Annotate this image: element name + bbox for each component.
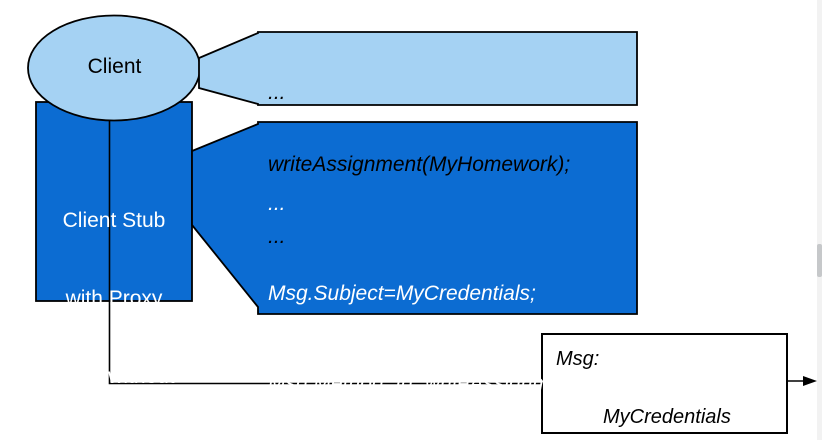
lifeline-connector — [108, 119, 542, 385]
client-stub-line: with Proxy — [65, 287, 163, 310]
stub-code-callout — [191, 121, 638, 315]
client-label: Client — [87, 55, 142, 78]
client-code-text: ... writeAssignment(MyHomework); ... — [268, 33, 570, 297]
stub-code-text: ... Msg.Subject=MyCredentials; Msg.Metho… — [268, 129, 614, 440]
client-stub-line: (here without — [53, 365, 175, 388]
client-stub-label: Client Stub with Proxy (here without PEP… — [36, 156, 192, 440]
scrollbar-thumb[interactable] — [817, 244, 822, 277]
client-stub-line: Client Stub — [62, 209, 166, 232]
code-line: Msg.Method_Id=writeAssignment_Id; — [268, 372, 615, 395]
msg-label: Msg: — [556, 348, 600, 370]
code-line: Msg.Subject=MyCredentials; — [268, 282, 536, 305]
code-line: ... — [268, 81, 286, 104]
message-box — [541, 333, 788, 434]
msg-value: MyCredentials — [603, 406, 731, 428]
scrollbar-track[interactable] — [817, 0, 822, 440]
msg-values: MyCredentials writeAssignment_Id MyHomew… — [603, 345, 778, 440]
client-code-callout — [198, 31, 638, 106]
client-stub-box — [35, 101, 193, 302]
arrowhead-icon — [803, 376, 817, 386]
code-line: ... — [268, 225, 286, 248]
code-line: writeAssignment(MyHomework); — [268, 153, 571, 176]
code-line: ... — [268, 192, 286, 215]
